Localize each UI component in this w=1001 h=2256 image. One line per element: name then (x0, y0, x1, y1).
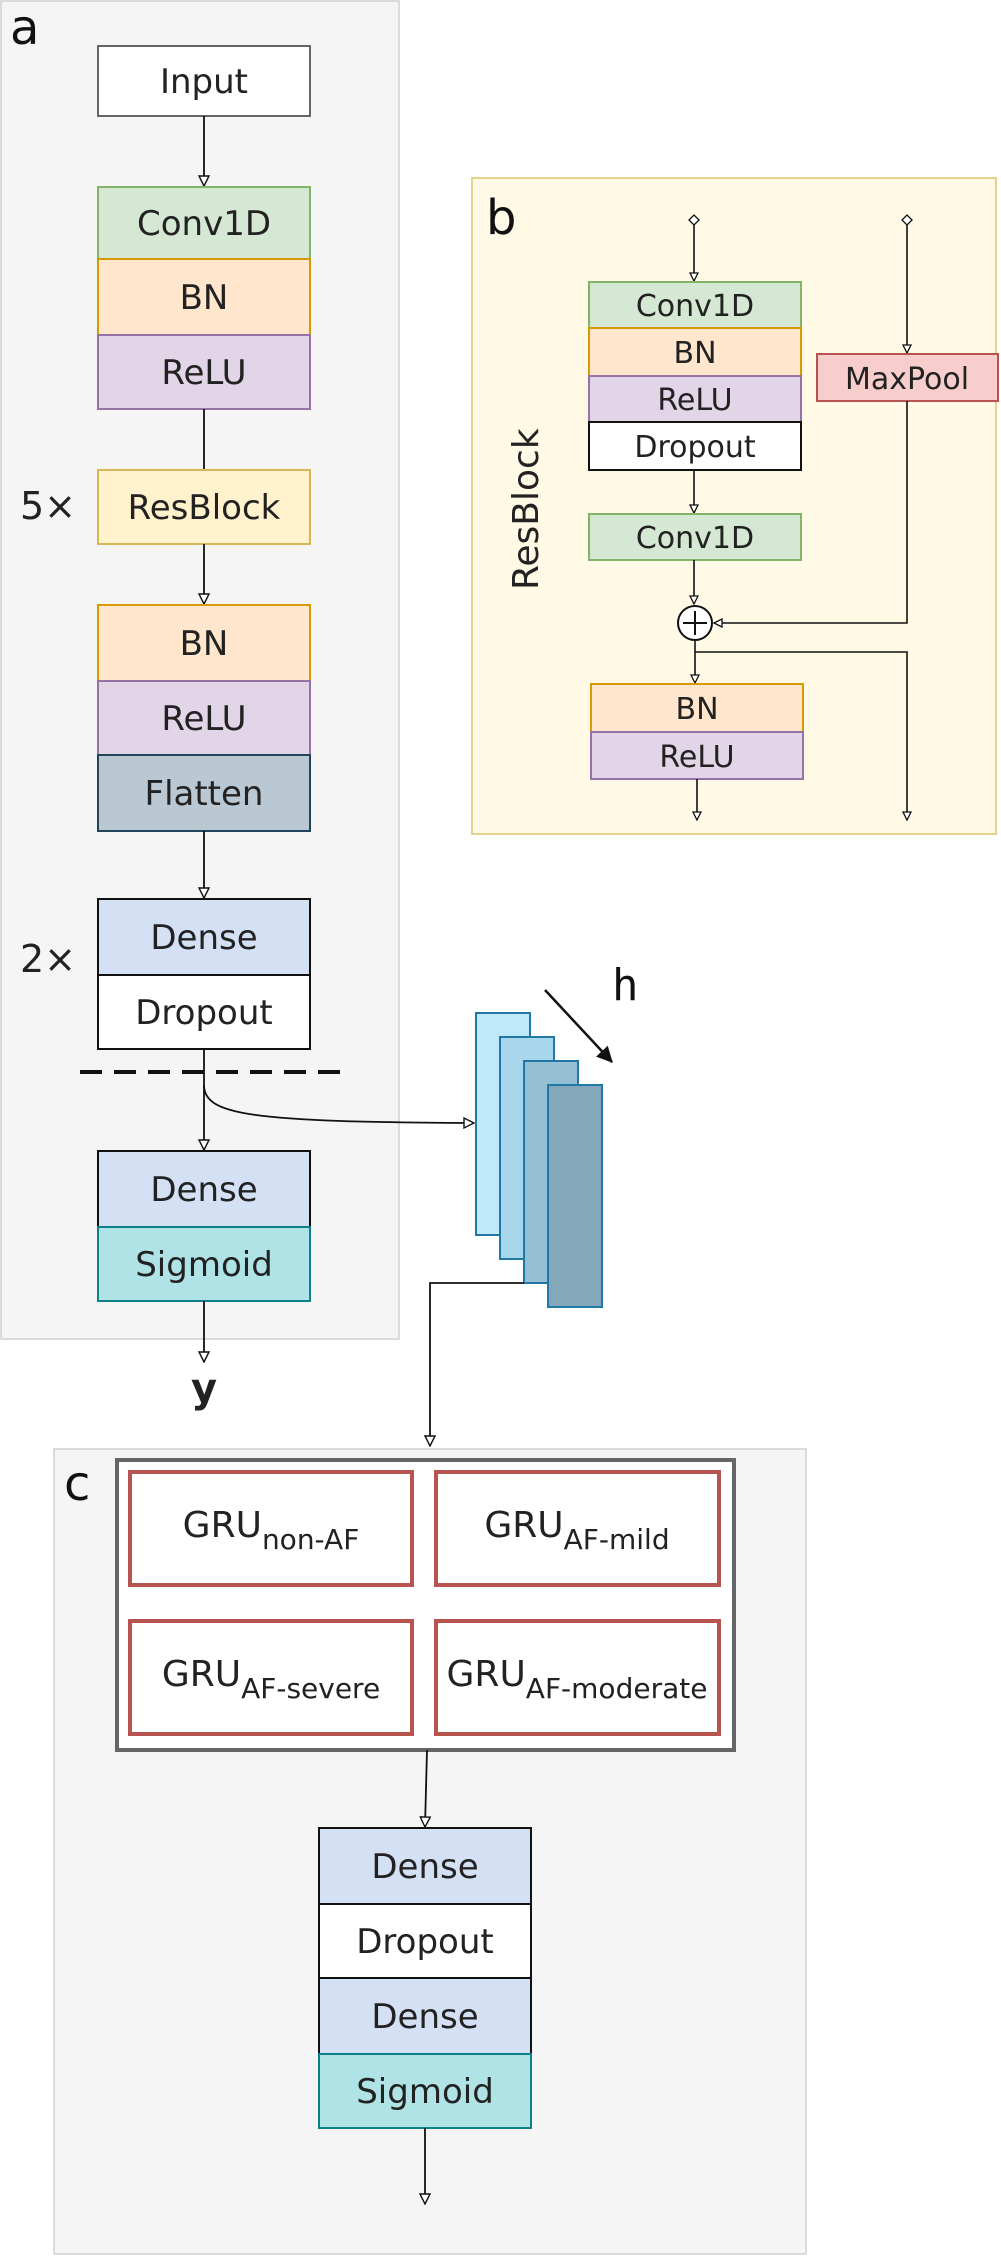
bn-label: BN (180, 278, 229, 318)
connector-gru-dense (425, 1749, 427, 1827)
input-box (97, 45, 311, 117)
c-dropout-block (318, 1903, 532, 1979)
panel-b-title: ResBlock (506, 428, 547, 590)
c-sigmoid-block (318, 2053, 532, 2129)
dense-label: Dense (150, 918, 257, 958)
dropout-block (97, 974, 311, 1050)
panel-c: c GRUnon-AF GRUAF-mild GRUAF-severe GRUA… (53, 1448, 807, 2255)
b-conv1d-2-label: Conv1D (636, 521, 754, 556)
b-conv1d-2-block (588, 513, 802, 561)
gru-af-severe-block (128, 1619, 414, 1736)
b-relu-block (588, 375, 802, 423)
b-maxpool-label: MaxPool (845, 362, 969, 397)
c-dense2-label: Dense (371, 1997, 478, 2037)
c-dropout-label: Dropout (356, 1922, 493, 1962)
b-dropout-label: Dropout (634, 430, 756, 465)
hidden-direction-arrow (544, 989, 613, 1063)
dense-out-block (97, 1150, 311, 1228)
c-sigmoid-label: Sigmoid (356, 2072, 494, 2112)
dense-out-label: Dense (150, 1170, 257, 1210)
relu2-label: ReLU (161, 699, 246, 739)
b-bn-block (588, 327, 802, 377)
sigmoid-block (97, 1226, 311, 1302)
resblock-label: ResBlock (128, 488, 281, 528)
b-bn-label: BN (673, 336, 716, 371)
hidden-state-stack: h (430, 960, 639, 1446)
connector-hidden-to-gru (430, 1282, 524, 1446)
panel-c-letter: c (64, 1456, 90, 1512)
gru-af-mild-label: GRUAF-mild (484, 1505, 669, 1556)
input-label: Input (160, 62, 248, 102)
gru-af-severe-label: GRUAF-severe (162, 1654, 380, 1705)
gru-af-moderate-label: GRUAF-moderate (447, 1654, 708, 1705)
dense-block (97, 898, 311, 976)
b-dropout-block (588, 421, 802, 471)
connector-to-hidden (203, 1084, 474, 1123)
panel-b: b ResBlock Conv1D BN ReLU Dropout Conv1D… (471, 177, 999, 835)
b-bn-out-block (590, 683, 804, 733)
b-conv1d-block (588, 281, 802, 329)
hidden-layer-4 (547, 1084, 603, 1308)
c-dense1-label: Dense (371, 1847, 478, 1887)
dropout-label: Dropout (135, 993, 272, 1033)
relu-block (97, 334, 311, 410)
b-relu-out-label: ReLU (659, 740, 734, 775)
resblock-multiplier: 5× (20, 484, 76, 528)
gru-non-af-block (128, 1470, 414, 1587)
panel-a: a Input Conv1D BN ReLU 5× ResBlock BN Re… (0, 0, 474, 1412)
b-skip-to-add (714, 401, 908, 623)
b-relu-label: ReLU (657, 383, 732, 418)
resblock-block (97, 469, 311, 545)
conv1d-label: Conv1D (137, 204, 271, 244)
gru-af-mild-block (434, 1470, 721, 1587)
b-skip-output (695, 651, 907, 820)
gru-non-af-label: GRUnon-AF (183, 1505, 360, 1556)
relu2-block (97, 680, 311, 756)
b-conv1d-label: Conv1D (636, 289, 754, 324)
bn-block (97, 258, 311, 336)
flatten-block (97, 754, 311, 832)
b-relu-out-block (590, 731, 804, 780)
bn2-block (97, 604, 311, 682)
hidden-label: h (612, 960, 639, 1011)
panel-b-letter: b (486, 190, 516, 246)
b-bn-out-label: BN (675, 692, 718, 727)
c-dense2-block (318, 1977, 532, 2055)
dense-multiplier: 2× (20, 937, 76, 981)
gru-af-moderate-block (434, 1619, 721, 1736)
relu-label: ReLU (161, 353, 246, 393)
flatten-label: Flatten (145, 774, 264, 814)
bn2-label: BN (180, 624, 229, 664)
panel-a-letter: a (10, 0, 39, 56)
sigmoid-label: Sigmoid (135, 1245, 273, 1285)
output-label: y (191, 1366, 217, 1412)
